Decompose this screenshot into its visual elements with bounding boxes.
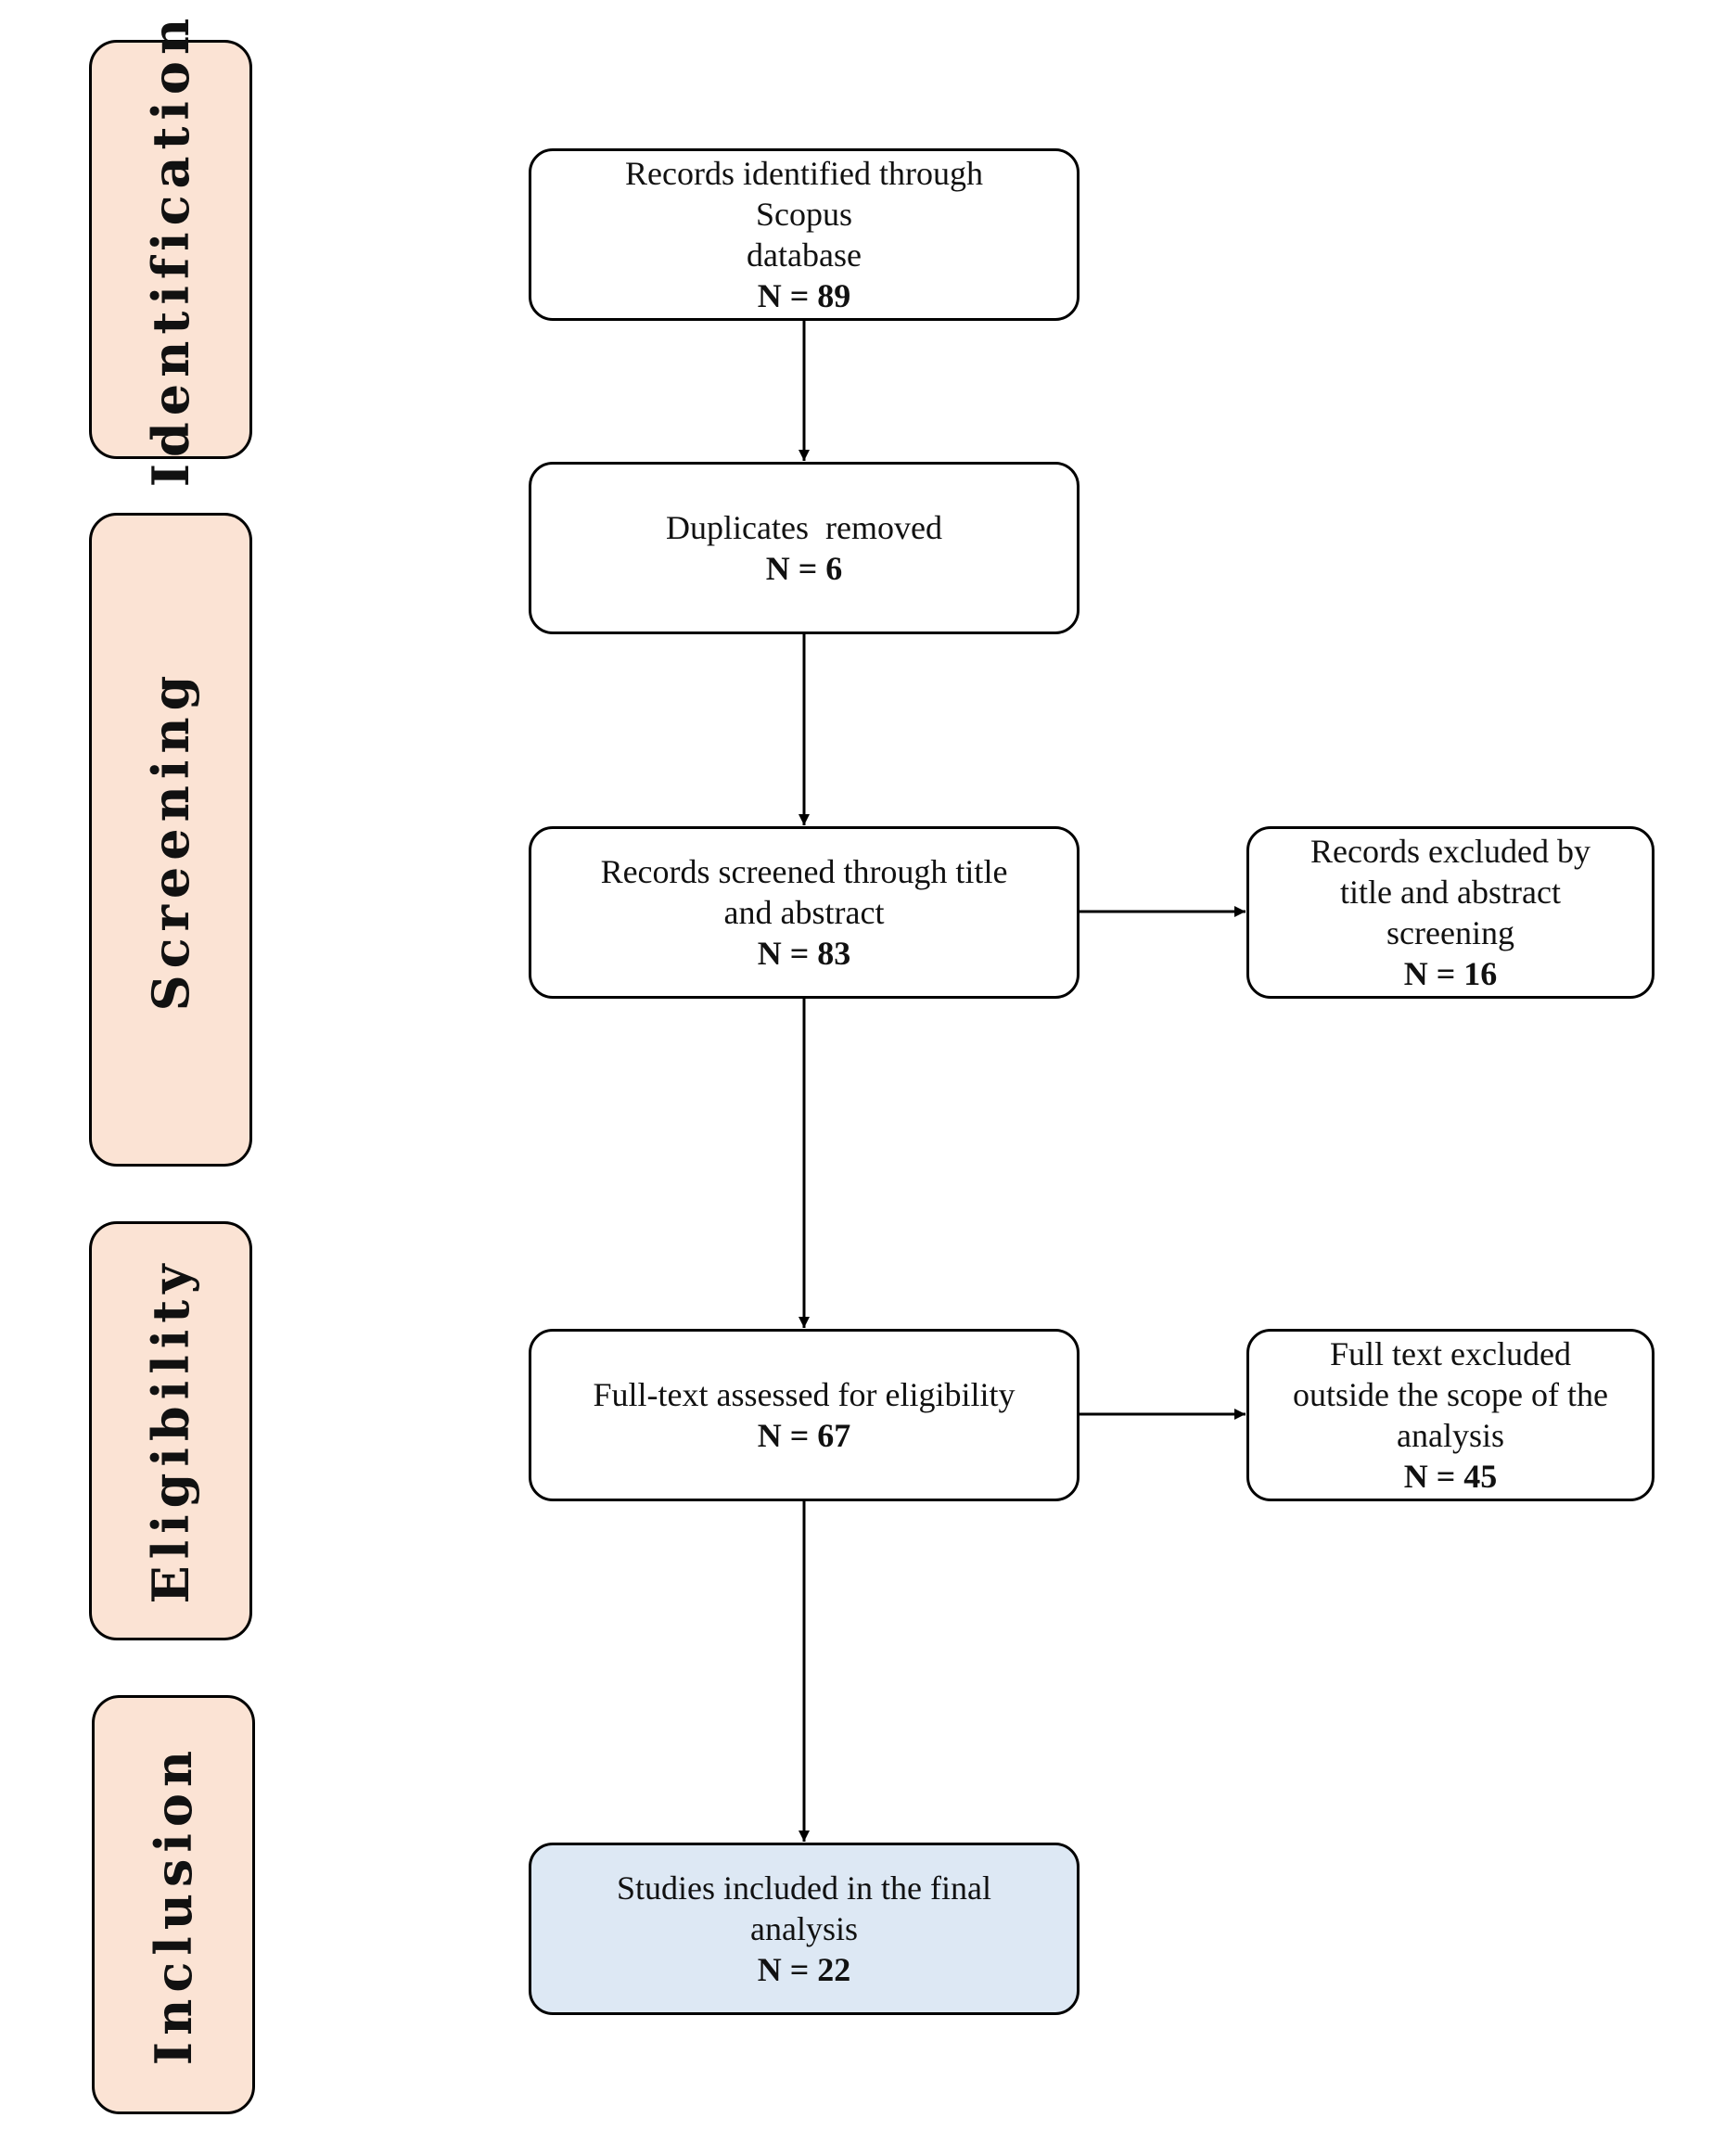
box-studies-included-count: N = 22 bbox=[757, 1951, 851, 1988]
box-studies-included: Studies included in the final analysis N… bbox=[529, 1843, 1080, 2015]
stage-identification: Identification bbox=[89, 12, 252, 487]
box-records-identified-line-1: Records identified through bbox=[625, 155, 983, 192]
box-records-screened-line-2: and abstract bbox=[723, 894, 885, 931]
box-records-identified: Records identified through Scopus databa… bbox=[529, 148, 1080, 321]
box-records-screened-line-1: Records screened through title bbox=[600, 853, 1008, 890]
box-duplicates-removed: Duplicates removed N = 6 bbox=[529, 462, 1080, 634]
box-fulltext-assessed-line-1: Full-text assessed for eligibility bbox=[593, 1376, 1016, 1413]
box-duplicates-removed-line-1: Duplicates removed bbox=[666, 509, 942, 546]
box-records-screened-count: N = 83 bbox=[757, 935, 851, 972]
box-fulltext-assessed-count: N = 67 bbox=[757, 1417, 851, 1454]
box-records-identified-line-2: Scopus bbox=[755, 196, 852, 233]
box-records-excluded-screening: Records excluded by title and abstract s… bbox=[1246, 826, 1655, 999]
box-fulltext-excluded-line-2: outside the scope of the bbox=[1293, 1376, 1608, 1413]
box-fulltext-assessed: Full-text assessed for eligibility N = 6… bbox=[529, 1329, 1080, 1501]
box-records-screened: Records screened through title and abstr… bbox=[529, 826, 1080, 999]
box-studies-included-line-2: analysis bbox=[750, 1910, 858, 1947]
box-records-excluded-screening-line-1: Records excluded by bbox=[1310, 833, 1591, 870]
stage-eligibility: Eligibility bbox=[89, 1221, 252, 1640]
box-records-identified-count: N = 89 bbox=[757, 277, 851, 314]
box-fulltext-excluded-line-3: analysis bbox=[1397, 1417, 1504, 1454]
box-studies-included-line-1: Studies included in the final bbox=[617, 1869, 991, 1907]
box-fulltext-excluded-line-1: Full text excluded bbox=[1330, 1335, 1571, 1372]
box-fulltext-excluded: Full text excluded outside the scope of … bbox=[1246, 1329, 1655, 1501]
box-duplicates-removed-count: N = 6 bbox=[765, 550, 843, 587]
stage-screening: Screening bbox=[89, 513, 252, 1167]
box-records-identified-line-3: database bbox=[747, 236, 862, 274]
box-records-excluded-screening-line-2: title and abstract bbox=[1340, 874, 1561, 911]
box-records-excluded-screening-count: N = 16 bbox=[1403, 955, 1498, 992]
stage-inclusion: Inclusion bbox=[92, 1695, 255, 2114]
box-records-excluded-screening-line-3: screening bbox=[1386, 914, 1514, 951]
box-fulltext-excluded-count: N = 45 bbox=[1403, 1458, 1498, 1495]
